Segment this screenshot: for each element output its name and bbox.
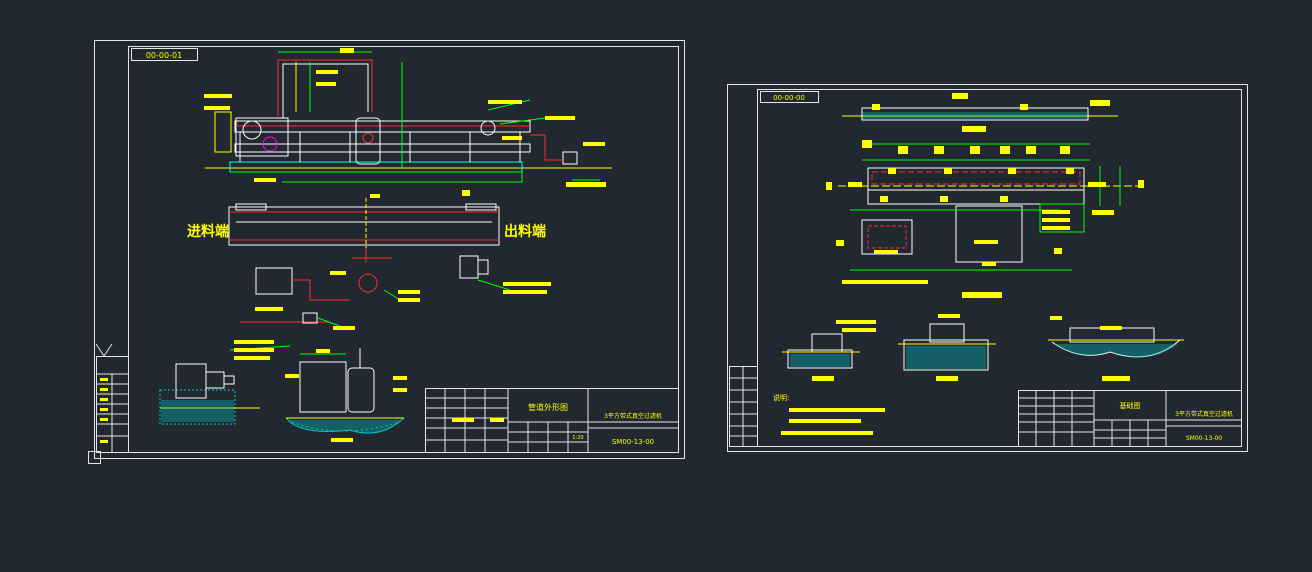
sheet-2-drawing-title: 基础图 bbox=[1120, 401, 1141, 410]
sheet-2-frame bbox=[727, 84, 1248, 452]
section-details-sheet-1 bbox=[159, 345, 405, 434]
cc-section bbox=[842, 107, 1118, 121]
foundation-plan bbox=[838, 143, 1142, 271]
sheet-1-drawing-no: SM00-13-00 bbox=[612, 438, 654, 446]
sheet-1-scale: 1:20 bbox=[572, 435, 583, 441]
plan-view bbox=[228, 198, 511, 329]
sheet-2-drawing-no: SM00-13-00 bbox=[1186, 435, 1222, 442]
foundation-plan-marks bbox=[826, 140, 1144, 298]
cc-section-marks bbox=[872, 93, 1110, 132]
sheet-1-frame bbox=[88, 40, 685, 464]
sheet-2-sections bbox=[782, 323, 1184, 371]
title-block-1-mark bbox=[452, 418, 474, 422]
elevation-view bbox=[205, 51, 612, 183]
title-block-1-mark-2 bbox=[490, 418, 504, 422]
inlet-end-label: 进料端 bbox=[187, 223, 229, 240]
sheet-1-drawing-title: 管道外形图 bbox=[528, 402, 568, 412]
title-block-sheet-2 bbox=[1018, 390, 1242, 447]
outlet-end-label: 出料端 bbox=[504, 223, 546, 240]
sheet-2-tag-box: 00-00-00 bbox=[760, 91, 819, 103]
plan-annotations bbox=[255, 190, 551, 330]
sheet-1-tag-box: 00-00-01 bbox=[131, 48, 198, 61]
sheet-1-tag: 00-00-01 bbox=[146, 51, 182, 60]
revision-table-sheet-1 bbox=[95, 343, 129, 453]
revision-table-marks-1 bbox=[100, 378, 108, 443]
sheet-2-tag: 00-00-00 bbox=[773, 94, 805, 102]
revision-table-sheet-2 bbox=[729, 366, 758, 447]
sheet-2-product-name: 3平方带式真空过滤机 bbox=[1175, 410, 1233, 418]
sheet-2-sections-hatch bbox=[790, 314, 1178, 381]
sheet-2-notes-lines bbox=[781, 408, 885, 435]
section-details-hatch-1 bbox=[161, 340, 407, 442]
elevation-annotations bbox=[204, 48, 606, 187]
sheet-2-notes-title: 说明: bbox=[773, 393, 789, 402]
sheet-1-product-name: 3平方带式真空过滤机 bbox=[604, 412, 662, 420]
